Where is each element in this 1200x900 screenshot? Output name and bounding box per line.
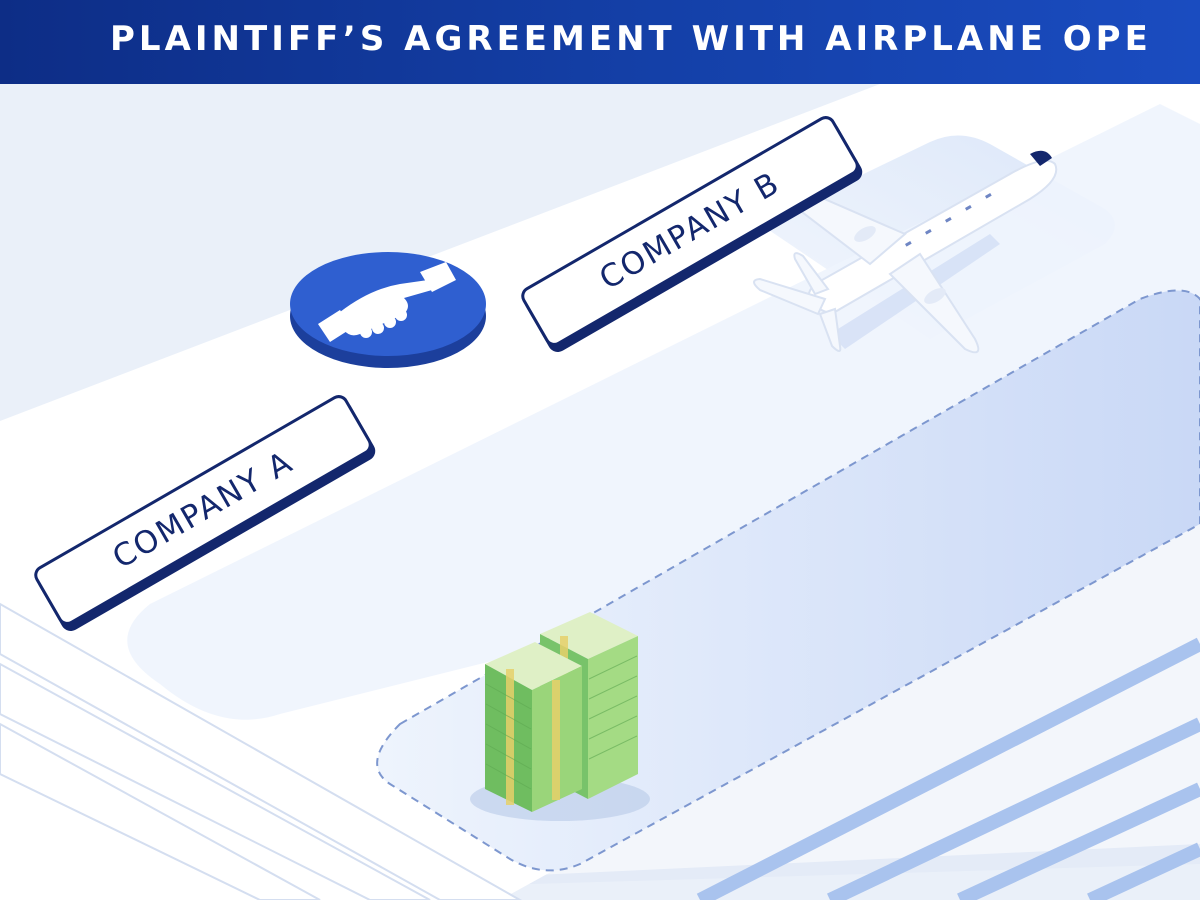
agreement-zone [127, 104, 1200, 720]
airplane-icon [753, 150, 1058, 354]
isometric-illustration [0, 84, 1200, 900]
illustration-scene: COMPANY A COMPANY B [0, 84, 1200, 900]
sheet-edge-1 [0, 602, 523, 900]
sheet-edge-2 [0, 662, 431, 900]
money-stack-icon [470, 612, 650, 821]
handshake-badge [290, 252, 486, 368]
decorative-stripes [696, 637, 1200, 900]
title-banner: PLAINTIFF’S AGREEMENT WITH AIRPLANE OPE [0, 0, 1200, 84]
banner-title: PLAINTIFF’S AGREEMENT WITH AIRPLANE OPE [110, 19, 1152, 59]
sheet-edge-3 [0, 722, 321, 900]
handshake-icon [318, 262, 456, 342]
